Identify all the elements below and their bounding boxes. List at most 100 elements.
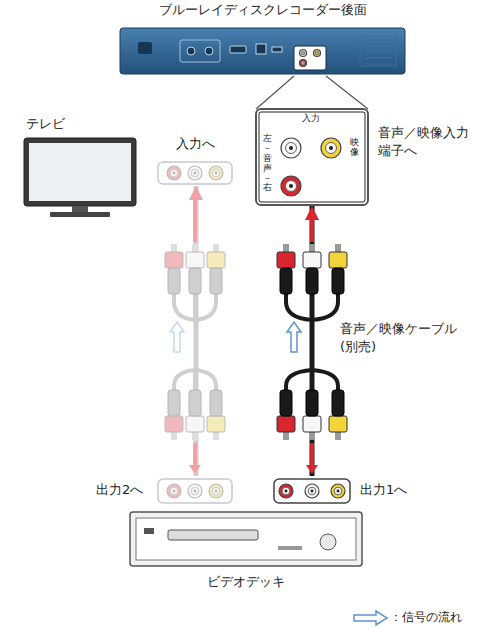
jack-pin <box>215 490 218 493</box>
signal-flow-arrow <box>170 322 184 352</box>
cable-wire <box>195 292 216 320</box>
power-inlet <box>138 42 152 54</box>
usb-port <box>272 47 282 52</box>
plug-pin <box>309 432 315 440</box>
plug-collar <box>329 252 347 268</box>
legend-row: ：信号の流れ <box>352 610 462 626</box>
plug-body <box>332 268 344 294</box>
jack-pin <box>194 172 197 175</box>
cable-wire <box>193 292 197 320</box>
jack-pin <box>289 146 293 150</box>
plug-collar <box>277 416 295 432</box>
plug-pin <box>309 244 315 252</box>
jack <box>279 484 293 498</box>
cable-wire <box>286 370 312 392</box>
television-drawing <box>22 116 140 220</box>
jack <box>209 484 223 498</box>
tv-base <box>50 212 110 217</box>
jack <box>300 50 307 57</box>
jack-ring <box>170 169 178 177</box>
jack <box>209 166 223 180</box>
jack-ring <box>326 143 337 154</box>
jack <box>305 484 319 498</box>
cable-wire <box>286 292 312 320</box>
jack <box>167 484 181 498</box>
plug-in-arrowhead <box>306 465 318 474</box>
terminal <box>187 47 195 55</box>
plug-in-arrow <box>310 218 314 242</box>
plug-collar <box>165 252 183 268</box>
vent <box>360 36 396 66</box>
plug-body <box>280 268 292 294</box>
plug-body <box>210 390 222 416</box>
plug-in-arrowhead <box>189 465 201 474</box>
deck-front <box>136 518 356 560</box>
plug-body <box>280 390 292 416</box>
jack-pin <box>194 490 197 493</box>
jack-ring <box>212 487 220 495</box>
plug-body <box>168 268 180 294</box>
device-label: ビデオデッキ <box>128 574 364 591</box>
av-cable-connector <box>310 206 315 476</box>
jack-ring <box>286 181 297 192</box>
plug-pin <box>192 432 198 440</box>
plug-body <box>168 390 180 416</box>
plug-collar <box>186 416 204 432</box>
cable-wire <box>174 370 195 392</box>
tv-stand <box>72 206 88 213</box>
plug-collar <box>277 252 295 268</box>
terminal <box>205 47 213 55</box>
jack-ring <box>308 487 316 495</box>
jack <box>188 166 202 180</box>
plug-pin <box>335 432 341 440</box>
cable-wire <box>195 370 216 392</box>
tape-slot <box>168 530 258 540</box>
jack-ring <box>170 487 178 495</box>
deck-body <box>130 512 362 566</box>
cable-label: 音声／映像ケーブル (別売) <box>340 320 468 355</box>
plug-collar <box>207 416 225 432</box>
jack <box>281 138 301 158</box>
plug-pin <box>213 432 219 440</box>
plug-body <box>210 268 222 294</box>
video-deck: ビデオデッキ <box>128 508 366 598</box>
vent-slit <box>364 46 392 47</box>
plug-in-arrow <box>310 443 314 466</box>
jack-ring <box>301 61 305 65</box>
jack-ring <box>191 169 199 177</box>
jack <box>314 50 321 57</box>
jack <box>331 484 345 498</box>
vent-slit <box>364 40 392 41</box>
jack-ring <box>286 143 297 154</box>
plug-pin <box>335 244 341 252</box>
hdmi-port <box>230 46 246 53</box>
plug-collar <box>303 416 321 432</box>
jack-pin <box>173 172 176 175</box>
cable-wire <box>193 370 197 392</box>
jack-ring <box>282 487 290 495</box>
plug-collar <box>329 416 347 432</box>
cable-wire <box>312 370 338 392</box>
recorder-body <box>120 28 405 74</box>
jack-strip <box>158 162 232 184</box>
terminal-callout-label: 音声／映像入力 端子へ <box>378 124 490 159</box>
jack-label: 出力2へ <box>96 482 143 499</box>
plug-body <box>306 390 318 416</box>
device-title: ブルーレイディスクレコーダー後面 <box>120 2 405 19</box>
power-button <box>144 528 154 534</box>
plug-collar <box>186 252 204 268</box>
jack-ring <box>212 169 220 177</box>
recorder-rear-panel: ブルーレイディスクレコーダー後面 <box>120 2 407 76</box>
jack-strip <box>274 479 350 503</box>
jack-ring <box>315 51 319 55</box>
cable-wire <box>312 292 338 320</box>
av-input-terminal-area <box>294 46 326 70</box>
jack-pin <box>302 62 303 63</box>
audio-terminal-label: 左－音声－右 <box>263 134 272 193</box>
jack-pin <box>289 184 293 188</box>
plug-pin <box>283 244 289 252</box>
tv-frame <box>24 138 136 206</box>
jack-pin <box>337 490 340 493</box>
jack-strip <box>158 479 232 503</box>
